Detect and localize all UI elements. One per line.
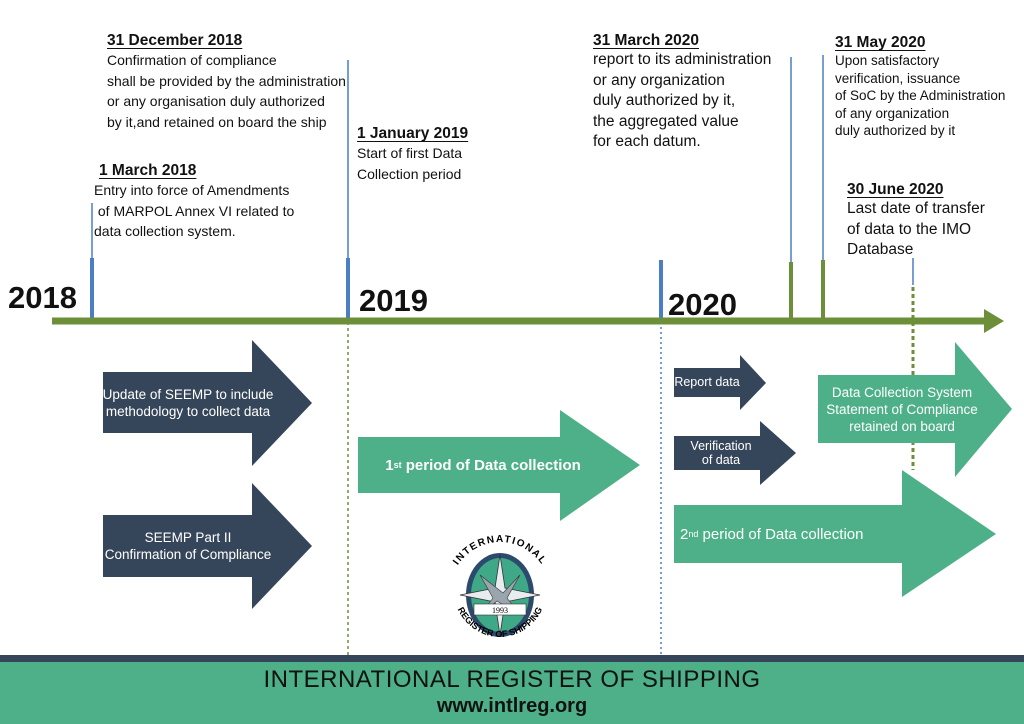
event-date: 31 May 2020 [835,34,926,51]
arrow-dcs-soc [818,342,1012,477]
event-mar2018: 1 March 2018 Entry into force of Amendme… [94,162,294,242]
event-date: 30 June 2020 [847,181,944,198]
footer-divider [0,655,1024,662]
footer-title: INTERNATIONAL REGISTER OF SHIPPING [263,666,761,693]
event-jun2020: 30 June 2020 Last date of transfer of da… [847,181,985,261]
arrow-period2 [674,470,996,597]
verification-label: Verification of data [690,439,752,467]
arrow-period1 [358,410,640,521]
event-text: Start of first Data Collection period [357,145,463,182]
event-text: Upon satisfactory verification, issuance… [835,53,1006,138]
seemp-part2-label: SEEMP Part II Confirmation of Compliance [104,530,272,562]
event-may2020: 31 May 2020 Upon satisfactory verificati… [835,34,1005,140]
event-jan2019: 1 January 2019 Start of first Data Colle… [357,125,468,184]
event-text: Last date of transfer of data to the IMO… [847,200,985,258]
year-2019: 2019 [359,283,428,318]
event-31mar2020: 31 March 2020 report to its administrati… [593,32,771,153]
year-2018: 2018 [8,280,77,315]
footer-url[interactable]: www.intlreg.org [436,695,588,717]
arrow-seemp-part2 [103,483,312,609]
event-text: report to its administration or any orga… [593,51,772,150]
period2-num: 2 [680,525,689,543]
event-date: 1 March 2018 [99,162,197,179]
event-text: Confirmation of compliance shall be prov… [107,52,346,130]
event-date: 31 December 2018 [107,32,243,49]
timeline-arrowhead [984,309,1004,333]
report-label: Report data [674,375,740,389]
period1-rest: period of Data collection [401,456,581,474]
dcs-soc-label: Data Collection System Statement of Comp… [826,384,978,434]
period2-rest: period of Data collection [698,525,864,543]
event-dec2018: 31 December 2018 Confirmation of complia… [107,32,346,132]
event-date: 31 March 2020 [593,32,699,49]
irs-logo: 1993 INTERNATIONAL REGISTER OF SHIPPING [451,534,547,639]
arrow-seemp-update [103,340,312,466]
period1-sup: st [393,459,402,470]
arrow-report [674,355,766,410]
event-date: 1 January 2019 [357,125,469,142]
period2-sup: nd [688,528,699,539]
footer: INTERNATIONAL REGISTER OF SHIPPING www.i… [0,662,1024,724]
arrow-verification [674,421,796,485]
year-2020: 2020 [668,287,737,322]
period1-num: 1 [385,456,394,474]
event-text: Entry into force of Amendments of MARPOL… [94,182,295,239]
seemp-update-label: Update of SEEMP to include methodology t… [102,386,274,419]
logo-year: 1993 [492,606,508,615]
